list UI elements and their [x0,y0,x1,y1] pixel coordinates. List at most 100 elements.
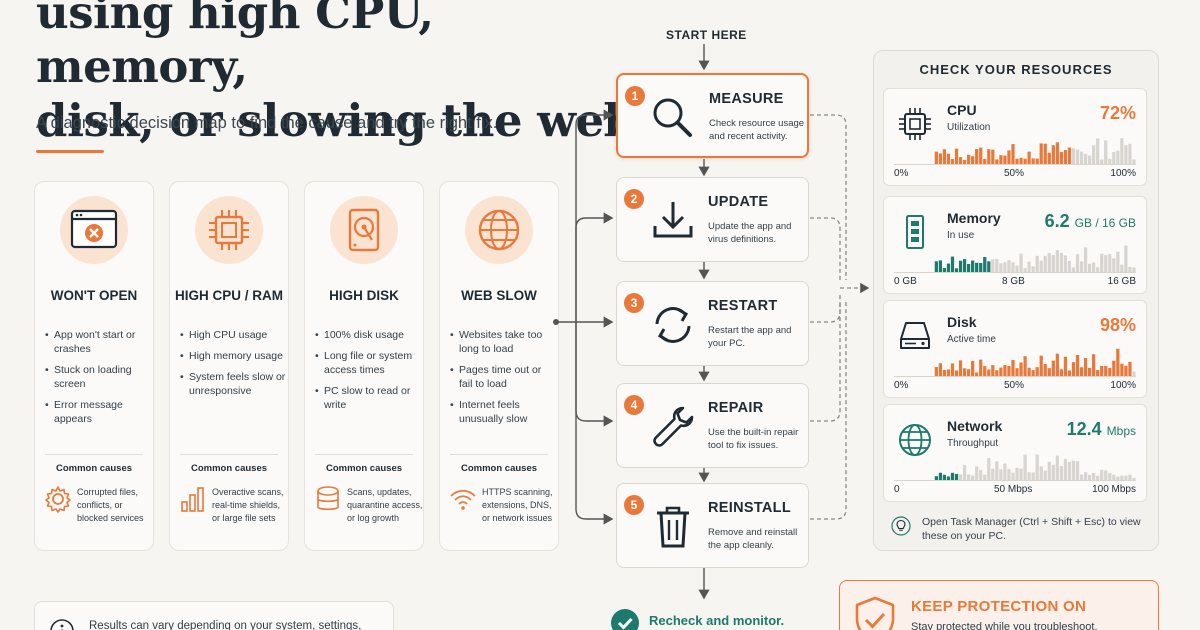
sparkline-bar [1088,155,1092,164]
sparkline-bar [1100,365,1104,376]
resource-card-memory: Memory In use 6.2 GB / 16 GB 0 GB 8 GB 1… [883,196,1147,294]
sparkline-bar [1108,158,1112,164]
sparkline-bar [1023,454,1027,480]
sparkline-bar [1096,370,1100,376]
sparkline-bar [1075,254,1080,272]
symptom-item: 100% disk usage [315,328,421,342]
sparkline-bar [1027,367,1031,376]
sparkline-bar [954,268,959,272]
sparkline-bar [1019,253,1023,272]
symptom-item: Error message appears [45,398,151,426]
step-restart[interactable]: 3 RESTART Restart the app and your PC. [616,281,809,366]
sparkline-bar [1096,475,1100,480]
sparkline-bar [1075,354,1080,376]
sparkline-bar [1063,149,1068,164]
sparkline-bar [1059,252,1063,272]
sparkline-bar [1079,261,1084,272]
resource-name: Memory [947,210,1001,226]
axis-tick-label: 50 Mbps [994,484,1033,495]
sparkline-bar [1055,249,1059,272]
category-card-web-slow[interactable]: WEB SLOW Websites take too long to load … [439,181,559,551]
sparkline-bar [967,264,971,272]
step-number-badge: 4 [624,395,644,415]
sparkline-bar [1092,145,1096,164]
lightbulb-icon [891,516,911,536]
step-reinstall[interactable]: 5 REINSTALL Remove and reinstall the app… [616,483,809,568]
sparkline-bar [1100,469,1104,480]
resource-card-disk: Disk Active time 98% 0% 50% 100% [883,300,1147,398]
sparkline-bar [1047,461,1051,480]
sparkline-bar [1047,368,1051,376]
resource-metric: Active time [947,334,996,345]
axis-tick-label: 100 Mbps [1092,484,1136,495]
category-card-high-cpu-ram[interactable]: HIGH CPU / RAM High CPU usage High memor… [169,181,289,551]
step-measure[interactable]: 1 MEASURE Check resource usage and recen… [616,73,809,158]
sparkline-bar [1035,367,1039,376]
resource-name: Network [947,418,1003,434]
axis-tick-label: 0 [894,484,900,495]
sparkline-bar [1055,142,1059,164]
sparkline-bar [975,372,979,376]
step-update[interactable]: 2 UPDATE Update the app and virus defini… [616,177,809,262]
sparkline-bar [1011,262,1015,272]
common-causes-label: Common causes [325,463,403,474]
category-card-wont-open[interactable]: WON'T OPEN App won't start or crashes St… [34,181,154,551]
usage-sparkline [894,138,1136,165]
sparkline-bar [1096,267,1100,272]
sparkline-bar [1019,468,1023,480]
browser-error-icon [70,209,118,249]
common-causes-label: Common causes [460,463,538,474]
sparkline-bar [971,360,975,376]
sparkline-bar [1003,365,1007,376]
sparkline-bar [1007,150,1011,164]
symptom-item: App won't start or crashes [45,328,151,356]
resource-value-unit: Mbps [1106,424,1136,438]
sparkline-bar [958,157,963,164]
sparkline-bar [999,469,1003,480]
sparkline-bar [1128,361,1132,376]
category-card-high-disk[interactable]: HIGH DISK 100% disk usage Long file or s… [304,181,424,551]
task-manager-tip: Open Task Manager (Ctrl + Shift + Esc) t… [922,516,1141,542]
sparkline-bar [1035,255,1039,272]
title-line-1: using high CPU, memory, [36,0,434,93]
recheck-label: Recheck and monitor. [649,613,785,628]
resource-value: 6.2 GB / 16 GB [1045,211,1136,232]
card-divider [450,454,548,455]
sparkline-bar [934,476,938,480]
results-disclaimer-text: Results can vary depending on your syste… [89,620,362,630]
sparkline-bar [971,475,975,480]
resource-metric: Throughput [947,438,999,449]
sparkline-bar [1027,151,1031,164]
sparkline-bar [1019,362,1023,376]
resource-name: CPU [947,102,977,118]
sparkline-bar [1015,158,1019,164]
sparkline-bar [1035,454,1039,480]
step-number-badge: 1 [625,86,645,106]
sparkline-bar [1120,138,1124,164]
usage-sparkline [894,348,1136,377]
sparkline-bar [1039,143,1043,164]
step-title: REINSTALL [708,500,791,516]
symptom-item: High memory usage [180,349,286,363]
step-title: MEASURE [709,91,784,107]
sparkline-bar [1027,472,1031,480]
sparkline-bar [958,474,963,480]
sparkline-bar [1031,370,1035,376]
check-circle-icon [611,609,639,630]
common-causes-label: Common causes [55,463,133,474]
resource-metric: In use [947,230,975,241]
globe-icon [478,209,520,251]
step-description: Remove and reinstall the app cleanly. [708,527,798,551]
sparkline-bar [934,261,938,272]
sparkline-bar [942,149,947,164]
sparkline-bar [1023,158,1027,164]
sparkline-bar [1079,151,1084,164]
page-subtitle: A diagnostic decision map to find the ca… [36,114,498,132]
sparkline-bar [1035,158,1039,164]
sparkline-bar [1063,255,1068,272]
card-divider [45,454,143,455]
keep-protection-subtitle: Stay protected while you troubleshoot. [911,621,1098,630]
resource-card-network: Network Throughput 12.4 Mbps 0 50 Mbps 1… [883,404,1147,502]
step-repair[interactable]: 4 REPAIR Use the built-in repair tool to… [616,383,809,468]
sparkline-bar [946,263,951,272]
